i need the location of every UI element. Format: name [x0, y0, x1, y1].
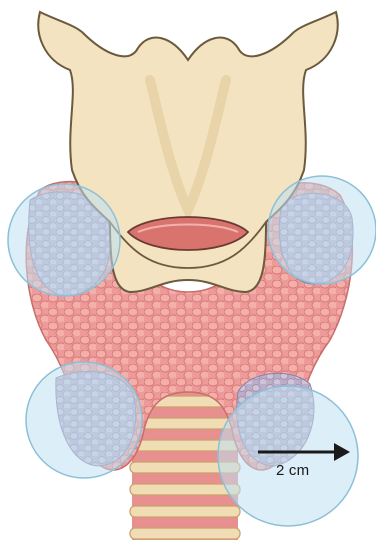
highlight-circle-upper-left: [8, 184, 120, 296]
highlight-circle-upper-right: [268, 176, 376, 284]
trachea-ring: [130, 506, 240, 517]
highlight-circle-lower-left: [26, 362, 142, 478]
trachea-ring: [130, 528, 240, 539]
trachea-ring: [130, 484, 240, 495]
scale-label: 2 cm: [276, 462, 309, 479]
